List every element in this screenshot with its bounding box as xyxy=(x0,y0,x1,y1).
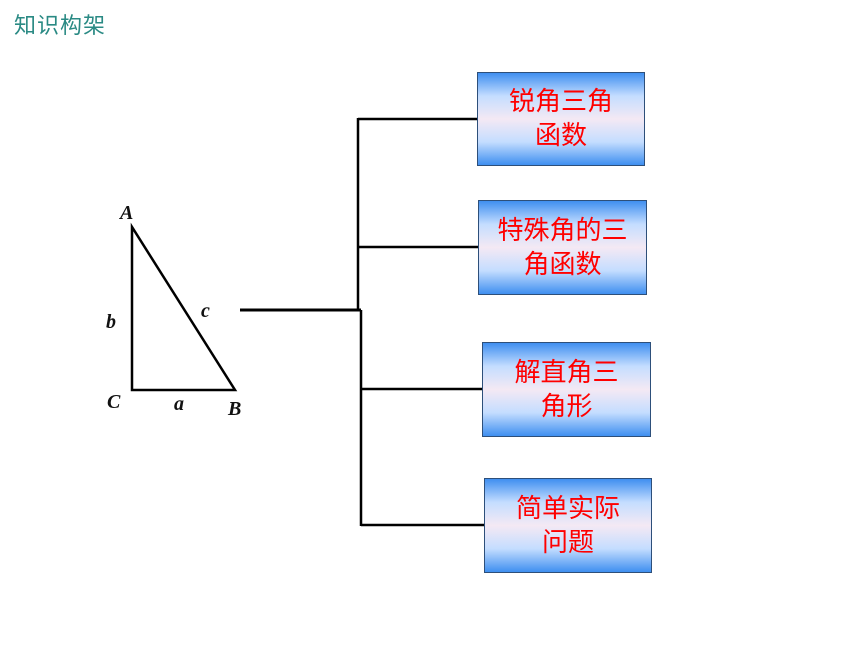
topic-label: 特殊角的三 角函数 xyxy=(497,215,628,280)
topic-label: 简单实际 问题 xyxy=(515,493,620,558)
side-label-c: c xyxy=(201,300,210,322)
right-triangle xyxy=(130,222,238,392)
side-label-b: b xyxy=(106,311,116,333)
side-label-a: a xyxy=(174,393,184,415)
topic-label: 锐角三角 函数 xyxy=(508,87,613,151)
page-title: 知识构架 xyxy=(14,14,107,39)
vertex-label-b: B xyxy=(228,398,242,420)
vertex-label-a: A xyxy=(120,202,134,224)
topic-box-special-angle-trig[interactable]: 特殊角的三 角函数 xyxy=(478,200,647,295)
vertex-label-c: C xyxy=(107,391,121,413)
topic-box-acute-trig-functions[interactable]: 锐角三角 函数 xyxy=(477,72,645,166)
topic-box-solving-right-triangles[interactable]: 解直角三 角形 xyxy=(482,342,651,437)
topic-label: 解直角三 角形 xyxy=(514,357,619,422)
topic-box-practical-problems[interactable]: 简单实际 问题 xyxy=(484,478,652,573)
